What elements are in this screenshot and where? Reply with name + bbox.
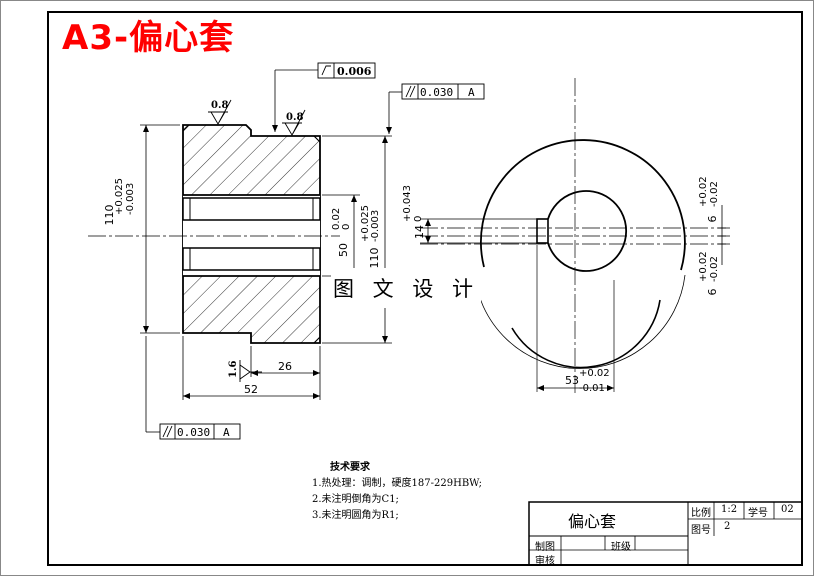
fcf-flatness: 0.006 (317, 62, 376, 79)
keyway-width-nominal: 14 (413, 225, 426, 239)
slot-lower (182, 247, 321, 271)
front-section-view: 110 +0.025 -0.003 50 0.02 0 110 +0.025 -… (88, 62, 485, 440)
outer-dia-upper: +0.025 (114, 178, 125, 215)
bore-upper: 0.02 (331, 208, 342, 230)
bore-lower: 0 (341, 224, 352, 230)
roughness-step-value: 0.8 (286, 112, 303, 123)
drawing-border (47, 11, 803, 566)
technical-requirements: 技术要求 1.热处理：调制，硬度187-229HBW; 2.未注明倒角为C1; … (312, 460, 482, 524)
inner-dia-upper: +0.025 (360, 205, 371, 242)
parallel-top-datum: A (468, 86, 475, 99)
parallel-top-value: 0.030 (420, 86, 453, 99)
parallel-symbol-icon (162, 425, 173, 438)
student-no-label: 学号 (748, 508, 768, 519)
outer-dia-nominal: 110 (103, 205, 116, 226)
bore-nominal: 50 (337, 243, 350, 257)
notes-heading: 技术要求 (330, 462, 370, 473)
drawing-no-label: 图号 (691, 525, 711, 536)
note-item: 2.未注明倒角为C1; (312, 494, 399, 505)
outer-dia-lower: -0.003 (125, 183, 136, 215)
ecc-top-nominal: 6 (706, 216, 719, 223)
drawing-no-value: 2 (724, 521, 731, 532)
drawing-title: A3-偏心套 (62, 18, 235, 58)
outer-circle (480, 139, 686, 271)
drawn-label: 制图 (535, 542, 555, 553)
side-view: 14 +0.043 0 6 +0.02 -0.02 6 +0.02 -0.02 … (402, 78, 730, 395)
flatness-value: 0.006 (337, 65, 372, 78)
keyway (536, 218, 549, 244)
watermark: 图 文 设 计 (331, 268, 481, 308)
ecc-bottom-lower: -0.02 (709, 256, 720, 282)
part-name: 偏心套 (568, 512, 617, 531)
note-item: 1.热处理：调制，硬度187-229HBW; (312, 478, 482, 489)
keyway-width-upper: +0.043 (402, 185, 413, 222)
parallel-bottom-datum: A (223, 426, 230, 439)
keyway-depth-upper: +0.02 (579, 368, 610, 379)
class-label: 班级 (611, 542, 631, 553)
keyway-depth-lower: -0.01 (579, 383, 605, 394)
scale-label: 比例 (691, 508, 711, 519)
roughness-bottom-value: 1.6 (228, 361, 239, 378)
note-item: 3.未注明圆角为R1; (312, 510, 399, 521)
ecc-bottom-upper: +0.02 (698, 251, 709, 282)
inner-dia-lower: -0.003 (370, 210, 381, 242)
flatness-symbol-icon (321, 65, 331, 76)
parallel-symbol-icon (405, 85, 416, 98)
ecc-bottom-nominal: 6 (706, 289, 719, 296)
total-length-value: 52 (244, 383, 258, 396)
ecc-top-lower: -0.02 (709, 181, 720, 207)
parallel-bottom-value: 0.030 (177, 426, 210, 439)
roughness-symbol-step (284, 109, 306, 136)
keyway-width-lower: 0 (413, 216, 424, 222)
title-block (528, 501, 803, 566)
fcf-parallel-top: 0.030 A (401, 83, 485, 100)
inner-bore (547, 190, 628, 272)
scale-value: 1:2 (721, 504, 738, 515)
keyway-depth-nominal: 53 (565, 374, 579, 387)
roughness-left-value: 0.8 (211, 100, 228, 111)
step-length-value: 26 (278, 360, 292, 373)
ecc-top-upper: +0.02 (698, 176, 709, 207)
outer-arc-thin (473, 269, 686, 369)
student-no-value: 02 (781, 504, 794, 515)
fcf-parallel-bottom: 0.030 A (159, 423, 241, 440)
inner-dia-nominal: 110 (368, 248, 381, 269)
checked-label: 审核 (535, 556, 555, 567)
slot-upper (182, 197, 321, 221)
